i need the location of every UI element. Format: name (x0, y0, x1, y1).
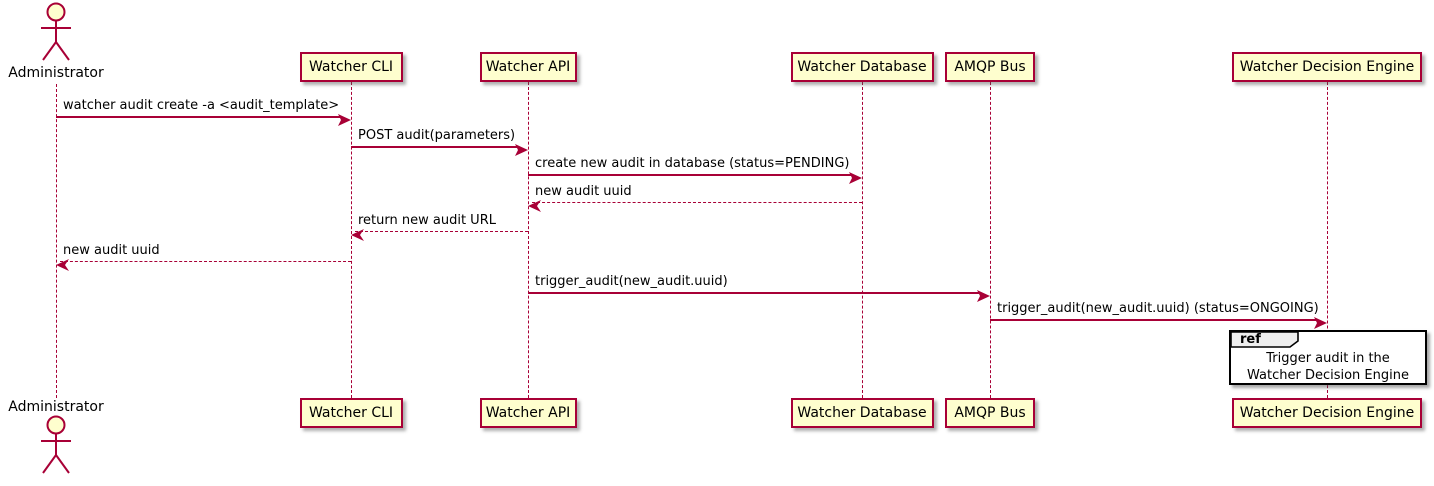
participant-box-watcher-database-top: Watcher Database (790, 52, 934, 82)
participant-box-watcher-decision-engine-bottom: Watcher Decision Engine (1232, 398, 1422, 428)
lifeline-watcher-decision-engine (1327, 82, 1328, 398)
message-label-7: trigger_audit(new_audit.uuid) (535, 274, 728, 289)
ref-text-line1: Trigger audit in the (1266, 351, 1390, 366)
ref-keyword: ref (1240, 332, 1261, 347)
lifeline-amqp-bus (990, 82, 991, 398)
ref-text-line2: Watcher Decision Engine (1247, 368, 1409, 383)
ref-fragment: ref Trigger audit in the Watcher Decisio… (1229, 330, 1427, 385)
actor-label-top: Administrator (8, 65, 104, 81)
ref-header-pentagon (1230, 331, 1299, 348)
message-arrowhead-6 (56, 256, 69, 275)
message-label-5: return new audit URL (358, 213, 496, 228)
message-line-4 (532, 202, 862, 203)
participant-label: Watcher API (485, 405, 571, 421)
actor-figure-top (36, 2, 76, 68)
message-label-4: new audit uuid (535, 184, 632, 199)
participant-label: Watcher Database (797, 59, 927, 75)
participant-box-watcher-database-bottom: Watcher Database (790, 398, 934, 428)
message-arrowhead-4 (528, 197, 541, 216)
message-line-6 (60, 261, 351, 262)
lifeline-watcher-api (528, 82, 529, 398)
message-line-7 (528, 292, 980, 294)
actor-figure-bottom (36, 415, 76, 481)
message-label-2: POST audit(parameters) (358, 128, 516, 143)
message-line-8 (990, 319, 1317, 321)
message-arrowhead-7 (977, 287, 990, 306)
participant-box-watcher-api-top: Watcher API (479, 52, 577, 82)
message-label-3: create new audit in database (status=PEN… (535, 156, 850, 171)
lifeline-watcher-database (862, 82, 863, 398)
lifeline-administrator (56, 84, 57, 398)
participant-box-amqp-bus-bottom: AMQP Bus (945, 398, 1035, 428)
actor-label-bottom: Administrator (8, 399, 104, 415)
message-line-2 (351, 146, 518, 148)
participant-label: Watcher API (485, 59, 571, 75)
message-label-6: new audit uuid (63, 243, 160, 258)
participant-box-watcher-cli-bottom: Watcher CLI (299, 398, 403, 428)
message-arrowhead-2 (515, 141, 528, 160)
participant-label: AMQP Bus (954, 59, 1026, 75)
participant-box-watcher-api-bottom: Watcher API (479, 398, 577, 428)
message-line-1 (56, 116, 341, 118)
message-arrowhead-8 (1314, 314, 1327, 333)
participant-label: AMQP Bus (954, 405, 1026, 421)
lifeline-watcher-cli (351, 82, 352, 398)
participant-label: Watcher Database (797, 405, 927, 421)
message-label-1: watcher audit create -a <audit_template> (63, 98, 340, 113)
participant-box-watcher-decision-engine-top: Watcher Decision Engine (1232, 52, 1422, 82)
participant-box-watcher-cli-top: Watcher CLI (299, 52, 403, 82)
message-line-3 (528, 174, 852, 176)
participant-label: Watcher CLI (308, 405, 394, 421)
participant-label: Watcher Decision Engine (1239, 405, 1415, 421)
message-line-5 (355, 231, 528, 232)
message-arrowhead-3 (849, 169, 862, 188)
message-label-8: trigger_audit(new_audit.uuid) (status=ON… (997, 301, 1319, 316)
participant-label: Watcher Decision Engine (1239, 59, 1415, 75)
participant-box-amqp-bus-top: AMQP Bus (945, 52, 1035, 82)
participant-label: Watcher CLI (308, 59, 394, 75)
message-arrowhead-1 (338, 111, 351, 130)
ref-text: Trigger audit in the Watcher Decision En… (1231, 350, 1425, 384)
message-arrowhead-5 (351, 226, 364, 245)
